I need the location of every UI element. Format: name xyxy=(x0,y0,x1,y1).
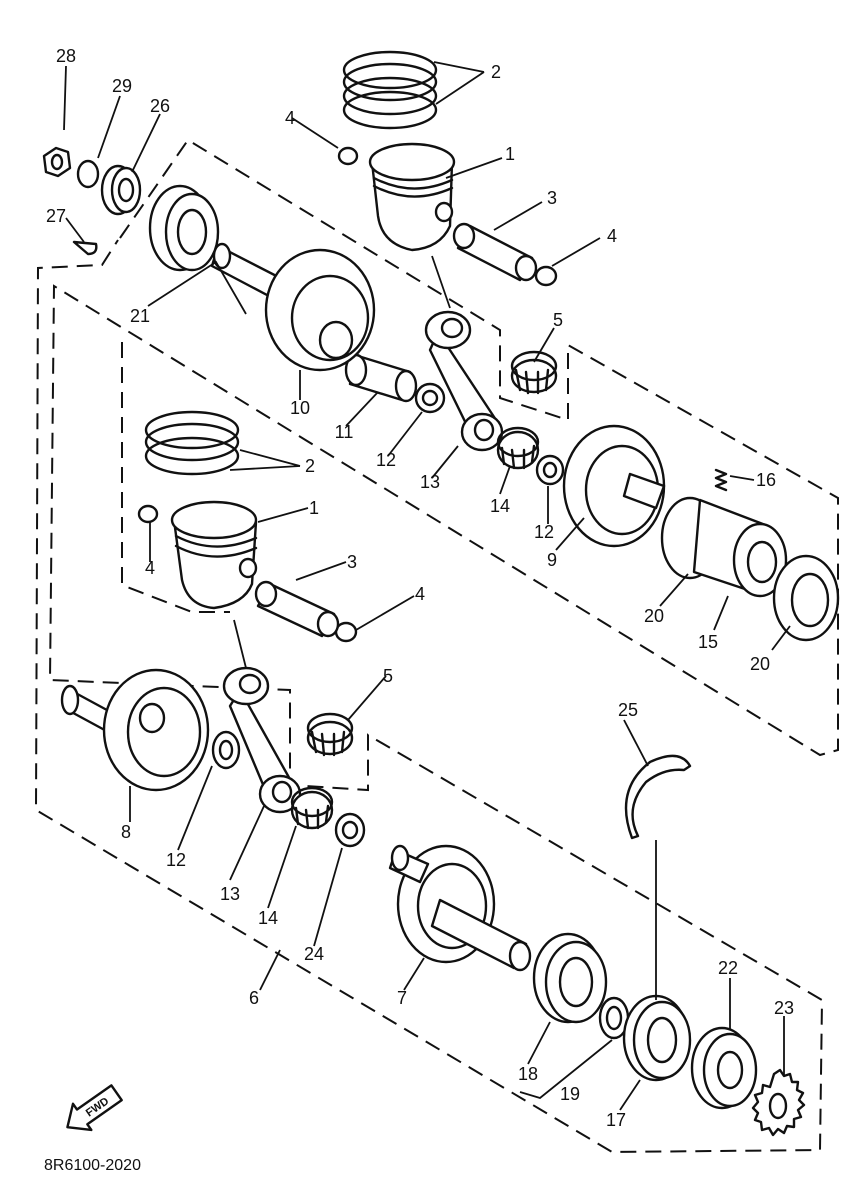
callout-9: 9 xyxy=(547,550,557,570)
callout-25: 25 xyxy=(618,700,638,720)
leader-lines xyxy=(63,61,791,1111)
woodruff-key-27 xyxy=(72,240,98,256)
piston-rings-upper xyxy=(342,50,438,130)
callout-12-c: 12 xyxy=(166,850,186,870)
spring-16 xyxy=(714,468,728,492)
upper-crank-boundary xyxy=(34,138,839,1154)
washer-lower-12 xyxy=(211,730,241,770)
crank-web-right-lower xyxy=(388,844,532,972)
callout-26: 26 xyxy=(150,96,170,116)
callout-15: 15 xyxy=(698,632,718,652)
callout-23: 23 xyxy=(774,998,794,1018)
assembly-boundaries xyxy=(34,138,839,1154)
callout-19: 19 xyxy=(560,1084,580,1104)
small-end-bearing-upper xyxy=(510,350,558,395)
forward-direction-arrow: FWD xyxy=(66,1084,123,1132)
washer-upper-b xyxy=(535,454,565,486)
callout-22: 22 xyxy=(718,958,738,978)
callout-labels: 28 29 26 27 21 2 4 1 3 4 5 10 11 12 13 1… xyxy=(46,46,794,1130)
callout-1-lower: 1 xyxy=(309,498,319,518)
callout-13-upper: 13 xyxy=(420,472,440,492)
crank-pin xyxy=(344,353,418,403)
callout-10: 10 xyxy=(290,398,310,418)
piston-lower xyxy=(170,500,258,610)
callout-24: 24 xyxy=(304,944,324,964)
callout-20-b: 20 xyxy=(750,654,770,674)
callout-27: 27 xyxy=(46,206,66,226)
callout-20-a: 20 xyxy=(644,606,664,626)
lower-crank-boundary xyxy=(121,342,230,613)
small-end-bearing-lower xyxy=(306,712,354,757)
oil-seal-26 xyxy=(100,164,142,216)
callout-14-lower: 14 xyxy=(258,908,278,928)
bearing-21 xyxy=(148,184,220,272)
callout-17: 17 xyxy=(606,1110,626,1130)
piston-rings-lower xyxy=(144,410,240,476)
piston-pin-upper xyxy=(452,222,538,282)
callout-16: 16 xyxy=(756,470,776,490)
callout-3-lower: 3 xyxy=(347,552,357,572)
oil-seal-22 xyxy=(690,1026,758,1110)
callout-4-b: 4 xyxy=(607,226,617,246)
callout-2-lower: 2 xyxy=(305,456,315,476)
circlip-upper-right xyxy=(534,265,558,287)
connecting-rod-upper xyxy=(424,310,504,452)
callout-4-d: 4 xyxy=(415,584,425,604)
drive-sprocket-23 xyxy=(751,1068,806,1137)
nut-28 xyxy=(42,146,72,178)
crank-web-right-upper xyxy=(562,424,666,548)
collar-29 xyxy=(76,159,100,189)
connecting-rod-lower xyxy=(222,666,302,814)
piston-upper xyxy=(368,142,456,252)
center-bearing-assembly xyxy=(660,496,840,642)
bearing-18 xyxy=(532,932,608,1024)
circlip-lower-left xyxy=(137,504,159,524)
callout-18: 18 xyxy=(518,1064,538,1084)
crank-web-left-lower xyxy=(60,668,210,792)
callout-12-b: 12 xyxy=(534,522,554,542)
callout-8: 8 xyxy=(121,822,131,842)
diagram-code: 8R6100-2020 xyxy=(44,1157,141,1174)
callout-2-upper: 2 xyxy=(491,62,501,82)
callout-5-lower: 5 xyxy=(383,666,393,686)
callout-28: 28 xyxy=(56,46,76,66)
callout-29: 29 xyxy=(112,76,132,96)
big-end-bearing-upper xyxy=(496,426,540,470)
callout-6: 6 xyxy=(249,988,259,1008)
crank-web-left-upper xyxy=(210,242,376,372)
circlip-upper-left xyxy=(337,146,359,166)
callout-3-upper: 3 xyxy=(547,188,557,208)
callout-7: 7 xyxy=(397,988,407,1008)
callout-4-a: 4 xyxy=(285,108,295,128)
big-end-bearing-lower xyxy=(290,786,334,830)
callout-12-a: 12 xyxy=(376,450,396,470)
washer-upper-a xyxy=(414,382,446,414)
callout-14-upper: 14 xyxy=(490,496,510,516)
callout-11: 11 xyxy=(335,422,354,442)
callout-21: 21 xyxy=(130,306,150,326)
callout-1-upper: 1 xyxy=(505,144,515,164)
bearing-17 xyxy=(622,994,692,1082)
circlip-25 xyxy=(624,754,692,840)
callout-5-upper: 5 xyxy=(553,310,563,330)
washer-24 xyxy=(334,812,366,848)
piston-pin-lower xyxy=(254,580,340,638)
callout-4-c: 4 xyxy=(145,558,155,578)
callout-13-lower: 13 xyxy=(220,884,240,904)
